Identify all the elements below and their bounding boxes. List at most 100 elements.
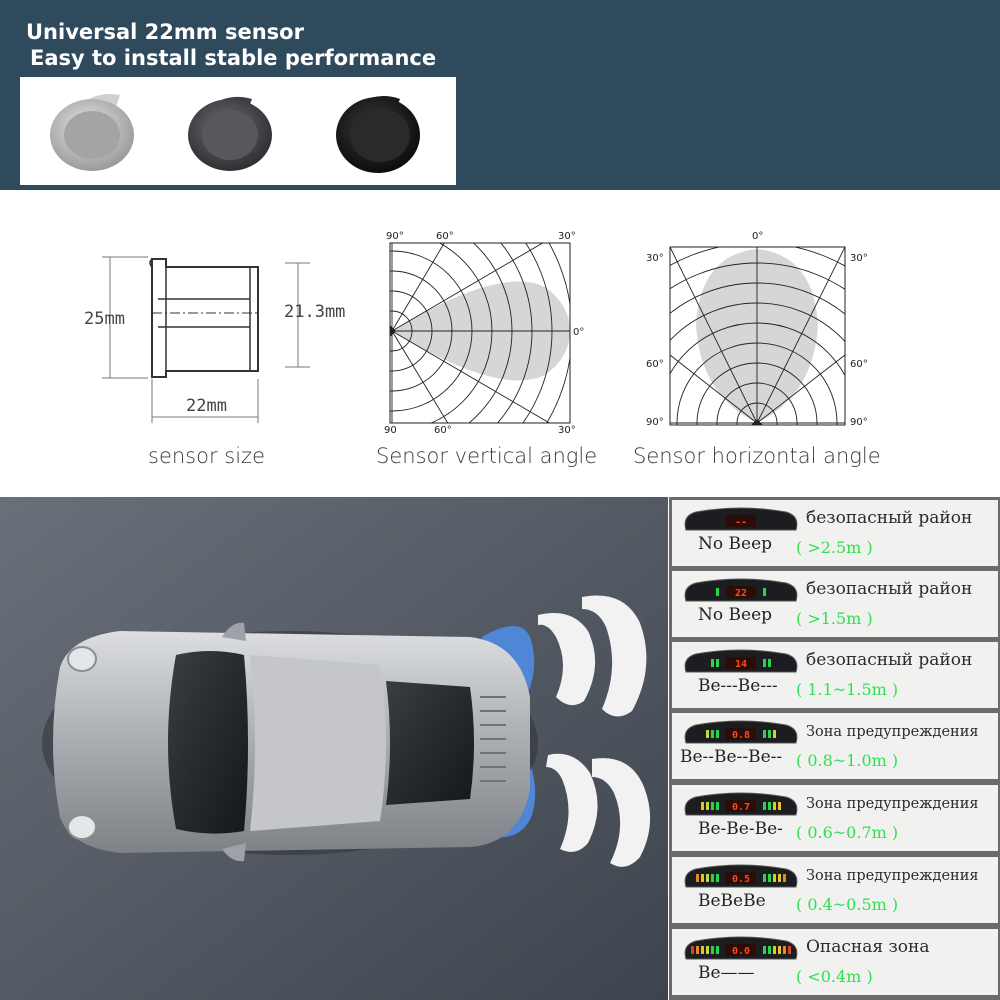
distance-readout: 22	[735, 588, 747, 599]
proximity-bar-left	[711, 730, 714, 738]
headline-line-2: Easy to install stable performance	[30, 46, 437, 70]
parking-monitor-icon: 0.0	[684, 936, 798, 960]
parking-monitor-icon: 0.8	[684, 720, 798, 744]
v-angle-60-bottom: 60°	[434, 425, 452, 435]
width-dimension-label: 22mm	[186, 396, 227, 416]
distance-range-label: ( 0.8~1.0m )	[796, 751, 899, 770]
vertical-angle-diagram: 90° 60° 30° 0° 90 60° 30°	[380, 225, 590, 436]
proximity-bar-left	[716, 802, 719, 810]
proximity-bar-right	[788, 946, 791, 954]
proximity-bar-left	[716, 730, 719, 738]
proximity-bar-right	[783, 874, 786, 882]
proximity-bar-left	[711, 659, 714, 667]
proximity-bar-left	[706, 946, 709, 954]
car-top-view	[42, 622, 538, 862]
proximity-bar-right	[768, 946, 771, 954]
zone-label: безопасный район	[806, 650, 973, 670]
proximity-bar-left	[716, 946, 719, 954]
caption-sensor-size: sensor size	[148, 444, 265, 468]
proximity-bar-left	[691, 946, 694, 954]
proximity-bar-left	[716, 874, 719, 882]
proximity-bar-right	[773, 874, 776, 882]
h-angle-30-right: 30°	[850, 253, 868, 264]
sensor-photo-panel	[20, 77, 456, 185]
parking-monitor-icon: 0.5	[684, 864, 798, 888]
distance-range-label: ( 0.6~0.7m )	[796, 823, 899, 842]
sensor-size-diagram: 25mm 21.3mm 22mm	[80, 245, 370, 425]
proximity-bar-right	[763, 874, 766, 882]
distance-range-label: ( 0.4~0.5m )	[796, 895, 899, 914]
distance-readout: --	[735, 517, 747, 528]
distance-range-label: ( >1.5m )	[796, 609, 873, 628]
parking-display-legend: -- безопасный район No Beep ( >2.5m ) 22 безо…	[669, 497, 1000, 1000]
distance-readout: 14	[735, 659, 747, 670]
proximity-bar-left	[706, 874, 709, 882]
zone-label: Зона предупреждения	[806, 724, 979, 740]
v-angle-0: 0°	[573, 327, 584, 338]
zone-label: Зона предупреждения	[806, 868, 979, 884]
proximity-bar-left	[696, 946, 699, 954]
proximity-bar-left	[711, 874, 714, 882]
proximity-bar-right	[768, 802, 771, 810]
proximity-bar-right	[773, 802, 776, 810]
proximity-bar-left	[716, 588, 719, 596]
h-angle-60-left: 60°	[646, 359, 664, 370]
proximity-bar-right	[768, 730, 771, 738]
h-angle-0: 0°	[752, 231, 763, 242]
distance-range-label: ( <0.4m )	[796, 967, 873, 986]
beep-pattern-label: Be——	[698, 963, 755, 983]
parking-monitor-icon: 22	[684, 578, 798, 602]
v-angle-90-bottom: 90	[384, 425, 397, 435]
horizontal-angle-diagram: 0° 30° 30° 60° 60° 90° 90°	[640, 225, 880, 435]
distance-readout: 0.0	[732, 946, 750, 957]
sensor-silver-photo	[50, 93, 134, 171]
proximity-bar-left	[701, 946, 704, 954]
caption-vertical-angle: Sensor vertical angle	[376, 444, 598, 468]
beep-pattern-label: No Beep	[698, 605, 773, 625]
proximity-bar-left	[706, 802, 709, 810]
h-angle-90-left: 90°	[646, 417, 664, 428]
beep-pattern-label: Be--Be--Be--	[680, 747, 783, 767]
proximity-bar-left	[696, 874, 699, 882]
beep-pattern-label: Be-Be-Be-	[698, 819, 783, 839]
zone-label: Опасная зона	[806, 937, 930, 957]
proximity-bar-right	[768, 874, 771, 882]
proximity-bar-left	[701, 874, 704, 882]
proximity-bar-right	[778, 874, 781, 882]
zone-label: безопасный район	[806, 579, 973, 599]
top-banner: Universal 22mm sensor Easy to install st…	[0, 0, 1000, 190]
h-angle-60-right: 60°	[850, 359, 868, 370]
zone-label: безопасный район	[806, 508, 973, 528]
proximity-bar-right	[763, 659, 766, 667]
beep-pattern-label: Be---Be---	[698, 676, 778, 696]
sensor-gray-photo	[188, 96, 272, 171]
headline-line-1: Universal 22mm sensor	[26, 20, 304, 44]
v-angle-30-top: 30°	[558, 231, 576, 242]
parking-monitor-icon: 0.7	[684, 792, 798, 816]
proximity-bar-left	[711, 802, 714, 810]
v-angle-60-top: 60°	[436, 231, 454, 242]
proximity-bar-right	[763, 730, 766, 738]
distance-range-label: ( >2.5m )	[796, 538, 873, 557]
proximity-bar-left	[706, 730, 709, 738]
proximity-bar-right	[763, 588, 766, 596]
proximity-bar-right	[773, 730, 776, 738]
distance-readout: 0.5	[732, 874, 750, 885]
beep-pattern-label: No Beep	[698, 534, 773, 554]
proximity-bar-left	[716, 659, 719, 667]
proximity-bar-right	[763, 802, 766, 810]
sensor-black-photo	[336, 96, 420, 173]
proximity-bar-right	[778, 946, 781, 954]
parking-monitor-icon: 14	[684, 649, 798, 673]
v-angle-30-bottom: 30°	[558, 425, 576, 435]
proximity-bar-right	[778, 802, 781, 810]
caption-horizontal-angle: Sensor horizontal angle	[633, 444, 881, 468]
distance-readout: 0.7	[732, 802, 750, 813]
beep-pattern-label: BeBeBe	[698, 891, 766, 911]
h-angle-90-right: 90°	[850, 417, 868, 428]
proximity-bar-left	[711, 946, 714, 954]
